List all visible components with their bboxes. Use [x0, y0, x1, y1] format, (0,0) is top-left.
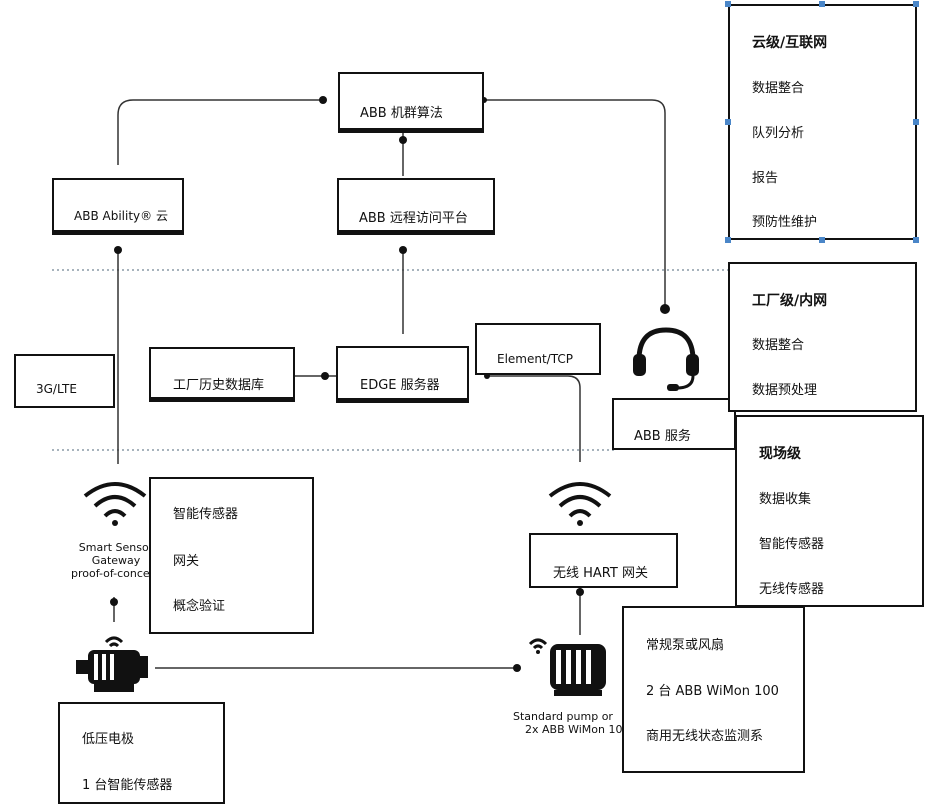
- panel-field-tier: 现场级 数据收集 智能传感器 无线传感器: [735, 415, 924, 607]
- selection-handle[interactable]: [819, 1, 825, 7]
- pump-line-2: 2x ABB WiMon 100: [525, 723, 623, 736]
- pump-line-1: Standard pump or: [513, 710, 613, 723]
- panel-plant-item: 数据整合: [752, 338, 805, 353]
- pump-item: 商用无线状态监测系: [646, 729, 764, 744]
- wifi-icon: [83, 482, 147, 526]
- node-edge-server-label: EDGE 服务器: [360, 378, 440, 393]
- motor-item: 1 台智能传感器: [82, 778, 173, 793]
- selection-handle[interactable]: [725, 237, 731, 243]
- selection-handle[interactable]: [913, 1, 919, 7]
- node-element-tcp-label: Element/TCP: [497, 352, 573, 366]
- smart-sensor-device-label: Smart Sensor Gateway proof-of-concept: [56, 541, 176, 580]
- panel-plant-tier: 工厂级/内网 数据整合 数据预处理: [728, 262, 917, 412]
- panel-pump: 常规泵或风扇 2 台 ABB WiMon 100 商用无线状态监测系: [622, 606, 805, 773]
- panel-field-item: 无线传感器: [759, 582, 825, 597]
- panel-field-item: 数据收集: [759, 492, 812, 507]
- selection-handle[interactable]: [819, 237, 825, 243]
- panel-smart-sensor: 智能传感器 网关 概念验证: [149, 477, 314, 634]
- node-historian: 工厂历史数据库: [149, 347, 295, 399]
- node-lte-label: 3G/LTE: [36, 382, 77, 396]
- smart-sensor-line-2: Gateway: [91, 554, 141, 567]
- node-lte: 3G/LTE: [14, 354, 115, 408]
- panel-cloud-item: 数据整合: [752, 81, 805, 96]
- node-wireless-hart-label: 无线 HART 网关: [553, 566, 648, 581]
- node-algorithm: ABB 机群算法: [338, 72, 484, 130]
- smart-sensor-item: 智能传感器: [173, 507, 239, 522]
- panel-field-item: 智能传感器: [759, 537, 825, 552]
- smart-sensor-item: 概念验证: [173, 599, 226, 614]
- pump-device-label: Standard pump or 2x ABB WiMon 100: [513, 710, 623, 736]
- selection-handle[interactable]: [725, 1, 731, 7]
- smart-sensor-line-3: proof-of-concept: [71, 567, 161, 580]
- node-historian-label: 工厂历史数据库: [173, 378, 265, 393]
- panel-motor: 低压电极 1 台智能传感器: [58, 702, 225, 804]
- smart-sensor-item: 网关: [173, 554, 200, 569]
- node-abb-service: ABB 服务: [612, 398, 736, 450]
- panel-plant-title: 工厂级/内网: [752, 293, 828, 309]
- panel-cloud-tier[interactable]: 云级/互联网 数据整合 队列分析 报告 预防性维护: [728, 4, 917, 240]
- node-ability-cloud: ABB Ability® 云: [52, 178, 184, 232]
- node-ability-cloud-label: ABB Ability® 云: [74, 209, 168, 223]
- node-algorithm-label: ABB 机群算法: [360, 106, 443, 121]
- panel-field-title: 现场级: [759, 446, 801, 462]
- pump-item: 常规泵或风扇: [646, 638, 725, 653]
- node-element-tcp: Element/TCP: [475, 323, 601, 375]
- node-edge-server: EDGE 服务器: [336, 346, 469, 400]
- panel-cloud-item: 报告: [752, 171, 779, 186]
- link-algorithm-service: [484, 99, 666, 308]
- node-remote-platform: ABB 远程访问平台: [337, 178, 495, 232]
- selection-handle[interactable]: [913, 237, 919, 243]
- node-abb-service-label: ABB 服务: [634, 429, 691, 444]
- motor-item: 低压电极: [82, 732, 135, 747]
- panel-plant-item: 数据预处理: [752, 383, 818, 398]
- node-wireless-hart: 无线 HART 网关: [529, 533, 678, 588]
- panel-cloud-item: 预防性维护: [752, 215, 818, 230]
- selection-handle[interactable]: [913, 119, 919, 125]
- motor-icon: [76, 636, 148, 692]
- link-cloud-algorithm: [117, 99, 323, 165]
- pump-item: 2 台 ABB WiMon 100: [646, 684, 779, 699]
- selection-handle[interactable]: [725, 119, 731, 125]
- headset-icon: [633, 327, 699, 391]
- smart-sensor-line-1: Smart Sensor: [78, 541, 154, 554]
- node-remote-platform-label: ABB 远程访问平台: [359, 211, 468, 226]
- panel-cloud-title: 云级/互联网: [752, 35, 828, 51]
- wifi-icon: [548, 482, 612, 526]
- pump-icon: [528, 638, 606, 696]
- panel-cloud-item: 队列分析: [752, 126, 805, 141]
- link-edge-hart: [487, 375, 581, 462]
